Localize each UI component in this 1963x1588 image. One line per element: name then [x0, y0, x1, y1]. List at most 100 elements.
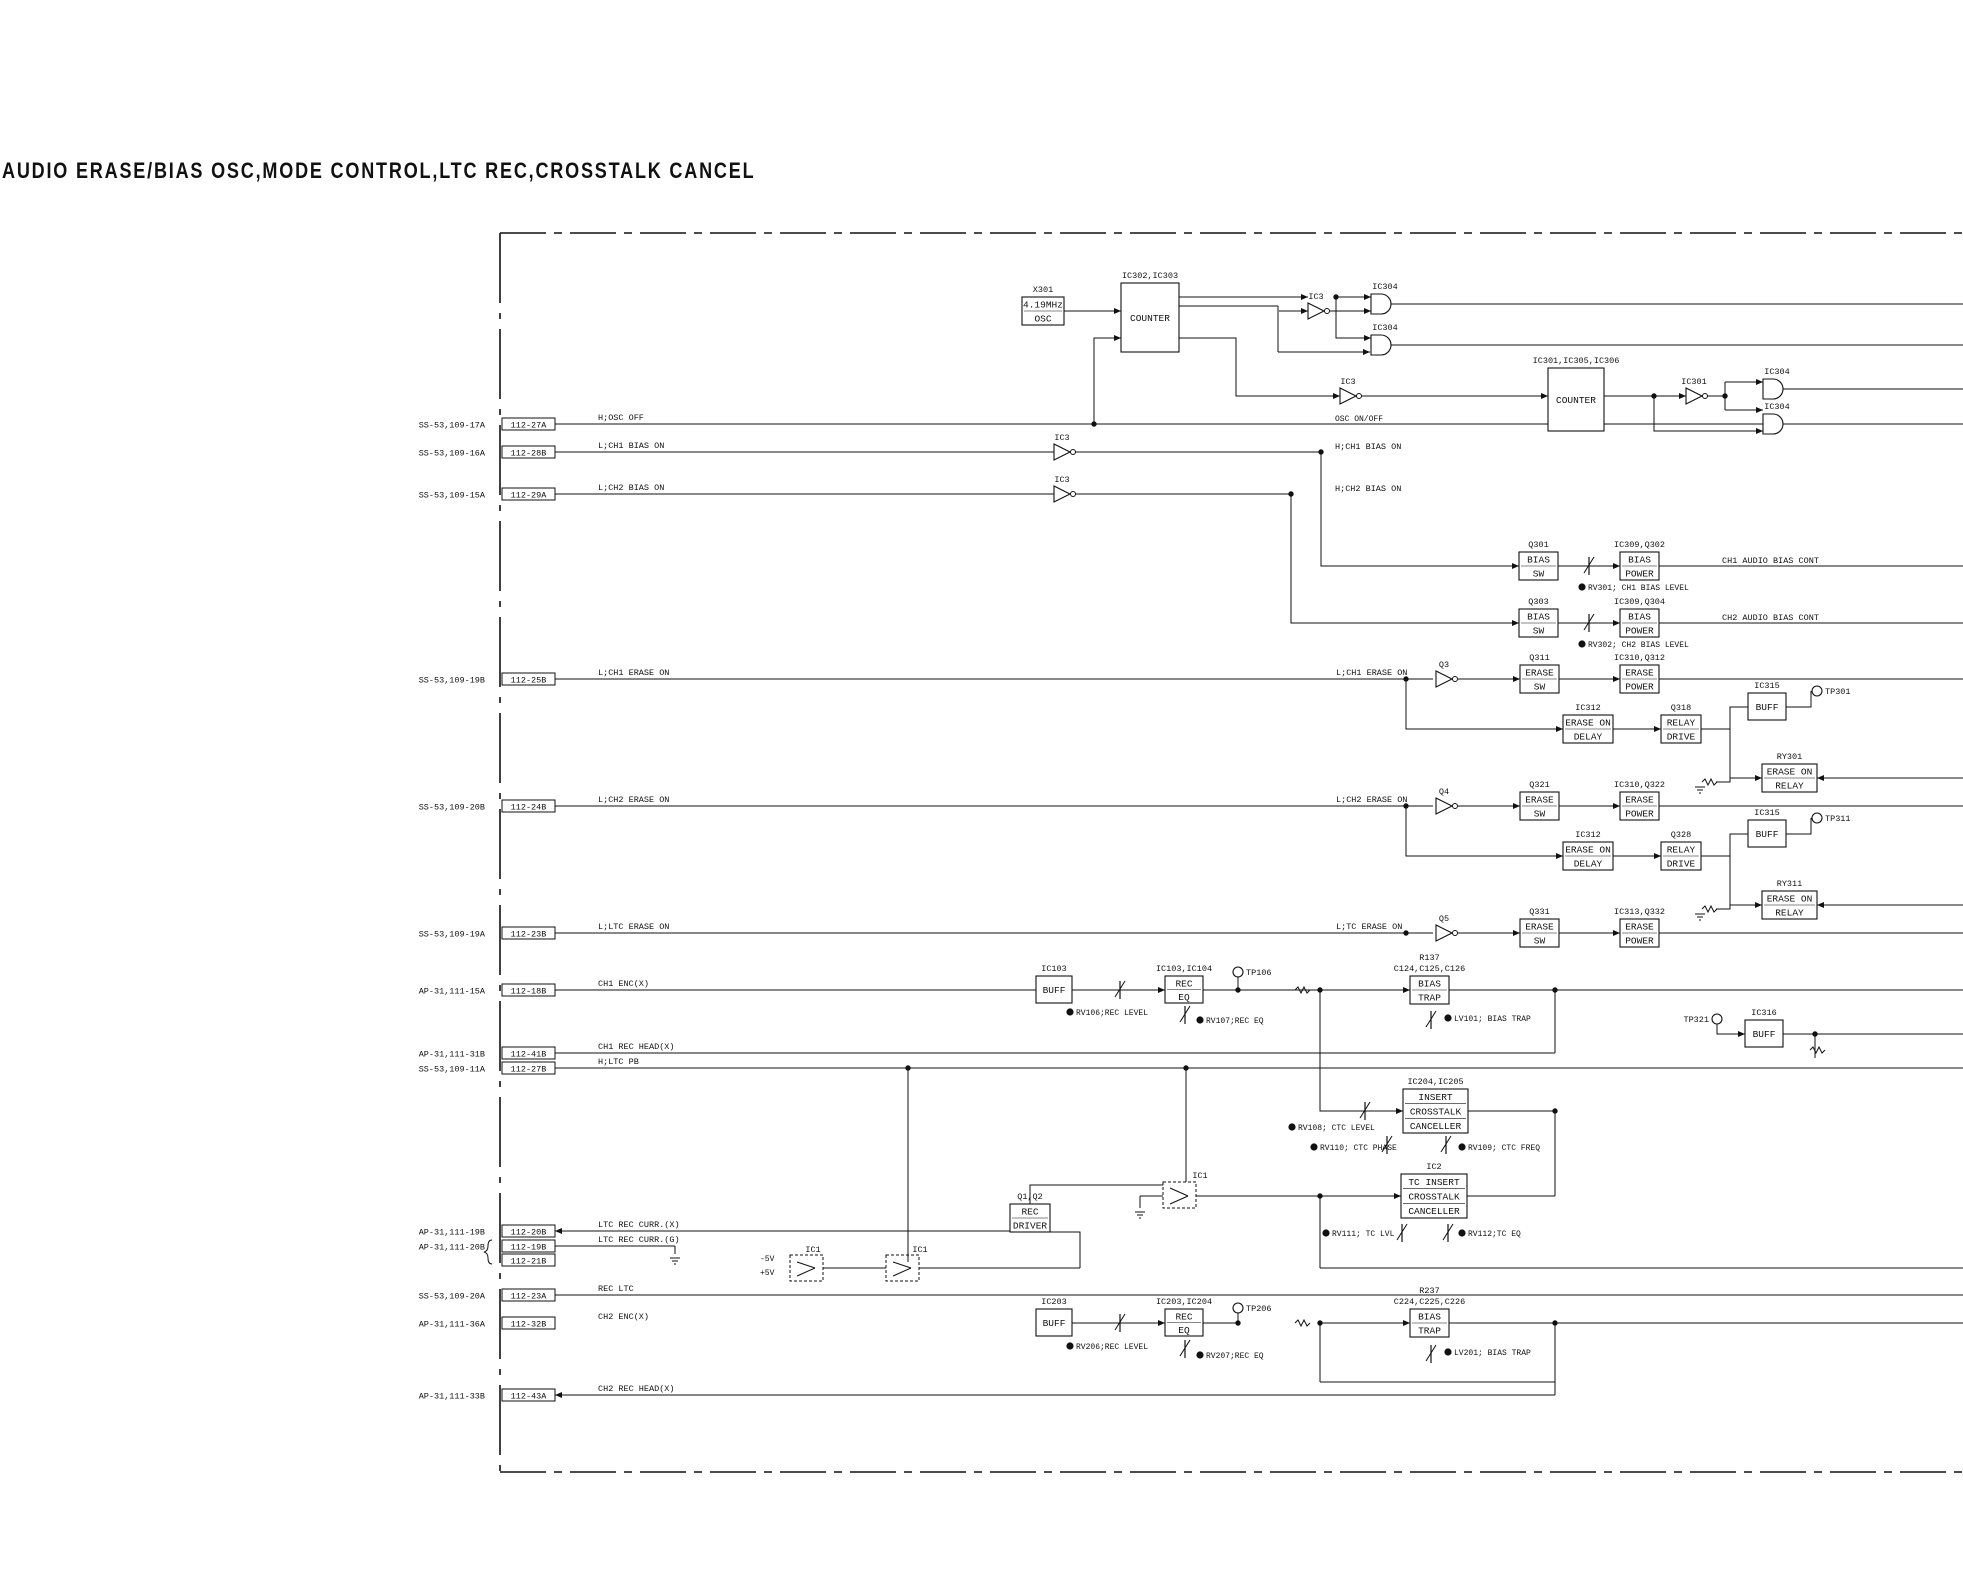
- signal-label: CH1 REC HEAD(X): [598, 1042, 675, 1052]
- signal-label: H;LTC PB: [598, 1057, 639, 1067]
- test-point-label: TP311: [1825, 814, 1851, 824]
- brace: [483, 1239, 493, 1265]
- switch-contact: [796, 1261, 816, 1277]
- inverter-bubble: [1452, 676, 1458, 682]
- adjust-label: LV101; BIAS TRAP: [1454, 1015, 1531, 1024]
- adjust-arrow: [1440, 1135, 1452, 1153]
- buffer-tp301-ref: IC315: [1754, 681, 1780, 691]
- gate-ref: Q4: [1439, 787, 1449, 797]
- erase-switch-1-label: ERASE: [1525, 668, 1554, 679]
- erase-relay-2-ref: RY311: [1777, 879, 1803, 889]
- switch-contact: [892, 1261, 912, 1277]
- rec-eq-ch2-label: REC: [1175, 1311, 1192, 1322]
- relay-drive-1-label: RELAY: [1667, 718, 1696, 729]
- signal-label: L;CH1 ERASE ON: [598, 668, 669, 678]
- wire: [1701, 728, 1762, 781]
- bias-power-1-label: POWER: [1625, 569, 1654, 580]
- erase-relay-1-ref: RY301: [1777, 752, 1803, 762]
- connector-pin-label: 112-23A: [511, 1291, 548, 1301]
- gate-ref: IC301: [1681, 377, 1707, 387]
- adjust-arrow: [1114, 1313, 1126, 1331]
- and-gate-symbol: [1370, 293, 1392, 315]
- test-point-label: TP206: [1246, 1304, 1272, 1314]
- adjust-label: RV112;TC EQ: [1468, 1230, 1521, 1239]
- buffer-ch1-label: BUFF: [1043, 985, 1066, 996]
- buffer-tp301: [1747, 692, 1787, 721]
- erase-switch-2-ref: Q321: [1529, 780, 1549, 790]
- erase-switch-2-label: ERASE: [1525, 795, 1554, 806]
- rec-eq-ch1-ref: IC103,IC104: [1156, 964, 1212, 974]
- gate-ref: IC3: [1340, 377, 1355, 387]
- connector-ext-label: SS-53,109-11A: [419, 1064, 486, 1074]
- connector-ext-label: SS-53,109-19A: [419, 929, 486, 939]
- and-gate-symbol: [1762, 413, 1784, 435]
- inverter-bubble: [1452, 803, 1458, 809]
- signal-label: REC LTC: [598, 1284, 634, 1294]
- signal-label: L;CH1 BIAS ON: [598, 441, 664, 451]
- connector-pin: [501, 1061, 556, 1075]
- gate-ref: IC3: [1054, 475, 1069, 485]
- ch1-bias-on-label: H;CH1 BIAS ON: [1335, 442, 1401, 452]
- bias-trap-ch2-label: TRAP: [1418, 1326, 1441, 1337]
- gate-ref: IC304: [1764, 402, 1790, 412]
- tc-crosstalk-canceller: [1400, 1173, 1468, 1219]
- connector-pin-label: 112-27B: [511, 1064, 547, 1074]
- adjust-arrow: [1179, 1005, 1191, 1023]
- connector-pin: [501, 1046, 556, 1060]
- adjust-marker: [1322, 1229, 1330, 1237]
- erase-switch-2-label: SW: [1534, 809, 1546, 820]
- erase-delay-2-label: DELAY: [1574, 859, 1603, 870]
- erase-on-label: L;CH2 ERASE ON: [1336, 795, 1407, 805]
- board-frame: [499, 232, 1963, 1473]
- ic1-switch: [789, 1254, 824, 1282]
- inverter-bubble: [1356, 393, 1362, 399]
- oscillator-block-ref: X301: [1033, 285, 1053, 295]
- ic1-ref: IC1: [805, 1245, 820, 1255]
- connector-ext-label: SS-53,109-19B: [419, 675, 485, 685]
- bias-trap-ch2-label: BIAS: [1418, 1312, 1441, 1323]
- bias-switch-1-label: SW: [1533, 569, 1545, 580]
- adjust-marker: [1578, 640, 1586, 648]
- insert-crosstalk-canceller-label: CROSSTALK: [1410, 1107, 1462, 1118]
- connector-pin: [501, 487, 556, 501]
- buffer-tp301-label: BUFF: [1756, 702, 1779, 713]
- test-point-label: TP301: [1825, 687, 1851, 697]
- ch1-bias-cont-label: CH1 AUDIO BIAS CONT: [1722, 556, 1819, 566]
- adjust-arrow: [1425, 1010, 1437, 1028]
- erase-relay-1-label: ERASE ON: [1767, 767, 1813, 778]
- insert-crosstalk-canceller-label: INSERT: [1418, 1092, 1453, 1103]
- connector-pin-label: 112-41B: [511, 1049, 547, 1059]
- wire: [1786, 691, 1812, 708]
- adjust-arrow: [1442, 1223, 1454, 1241]
- connector-pin-label: 112-43A: [511, 1391, 548, 1401]
- signal-label: L;CH2 ERASE ON: [598, 795, 669, 805]
- bias-power-1-label: BIAS: [1628, 555, 1651, 566]
- adjust-arrow: [1583, 556, 1595, 574]
- signal-label: CH2 ENC(X): [598, 1312, 649, 1322]
- wire: [1716, 1024, 1745, 1037]
- signal-label: L;CH2 BIAS ON: [598, 483, 664, 493]
- test-point: [1232, 1302, 1244, 1314]
- buffer-tp311-ref: IC315: [1754, 808, 1780, 818]
- erase-relay-2-label: ERASE ON: [1767, 894, 1813, 905]
- gate-ref: IC304: [1764, 367, 1790, 377]
- adjust-marker: [1288, 1123, 1296, 1131]
- erase-delay-1-ref: IC312: [1575, 703, 1601, 713]
- tc-crosstalk-canceller-ref: IC2: [1426, 1162, 1441, 1172]
- counter-block-2-ref: IC301,IC305,IC306: [1533, 356, 1620, 366]
- signal-label: H;OSC OFF: [598, 413, 644, 423]
- wire: [1050, 1231, 1081, 1268]
- ground-symbol: [1695, 913, 1705, 921]
- connector-pin: [501, 1316, 556, 1330]
- connector-ext-label: AP-31,111-19B: [419, 1227, 485, 1237]
- erase-power-2-label: ERASE: [1625, 795, 1654, 806]
- rec-eq-ch2-ref: IC203,IC204: [1156, 1297, 1212, 1307]
- connector-pin: [501, 926, 556, 940]
- counter-block-2: [1547, 367, 1605, 432]
- connector-pin: [501, 1224, 556, 1238]
- bias-switch-1-ref: Q301: [1528, 540, 1548, 550]
- connector-pin: [501, 799, 556, 813]
- inverter-symbol: [1053, 443, 1072, 461]
- erase-relay-2-label: RELAY: [1775, 908, 1804, 919]
- erase-on-label: L;CH1 ERASE ON: [1336, 668, 1407, 678]
